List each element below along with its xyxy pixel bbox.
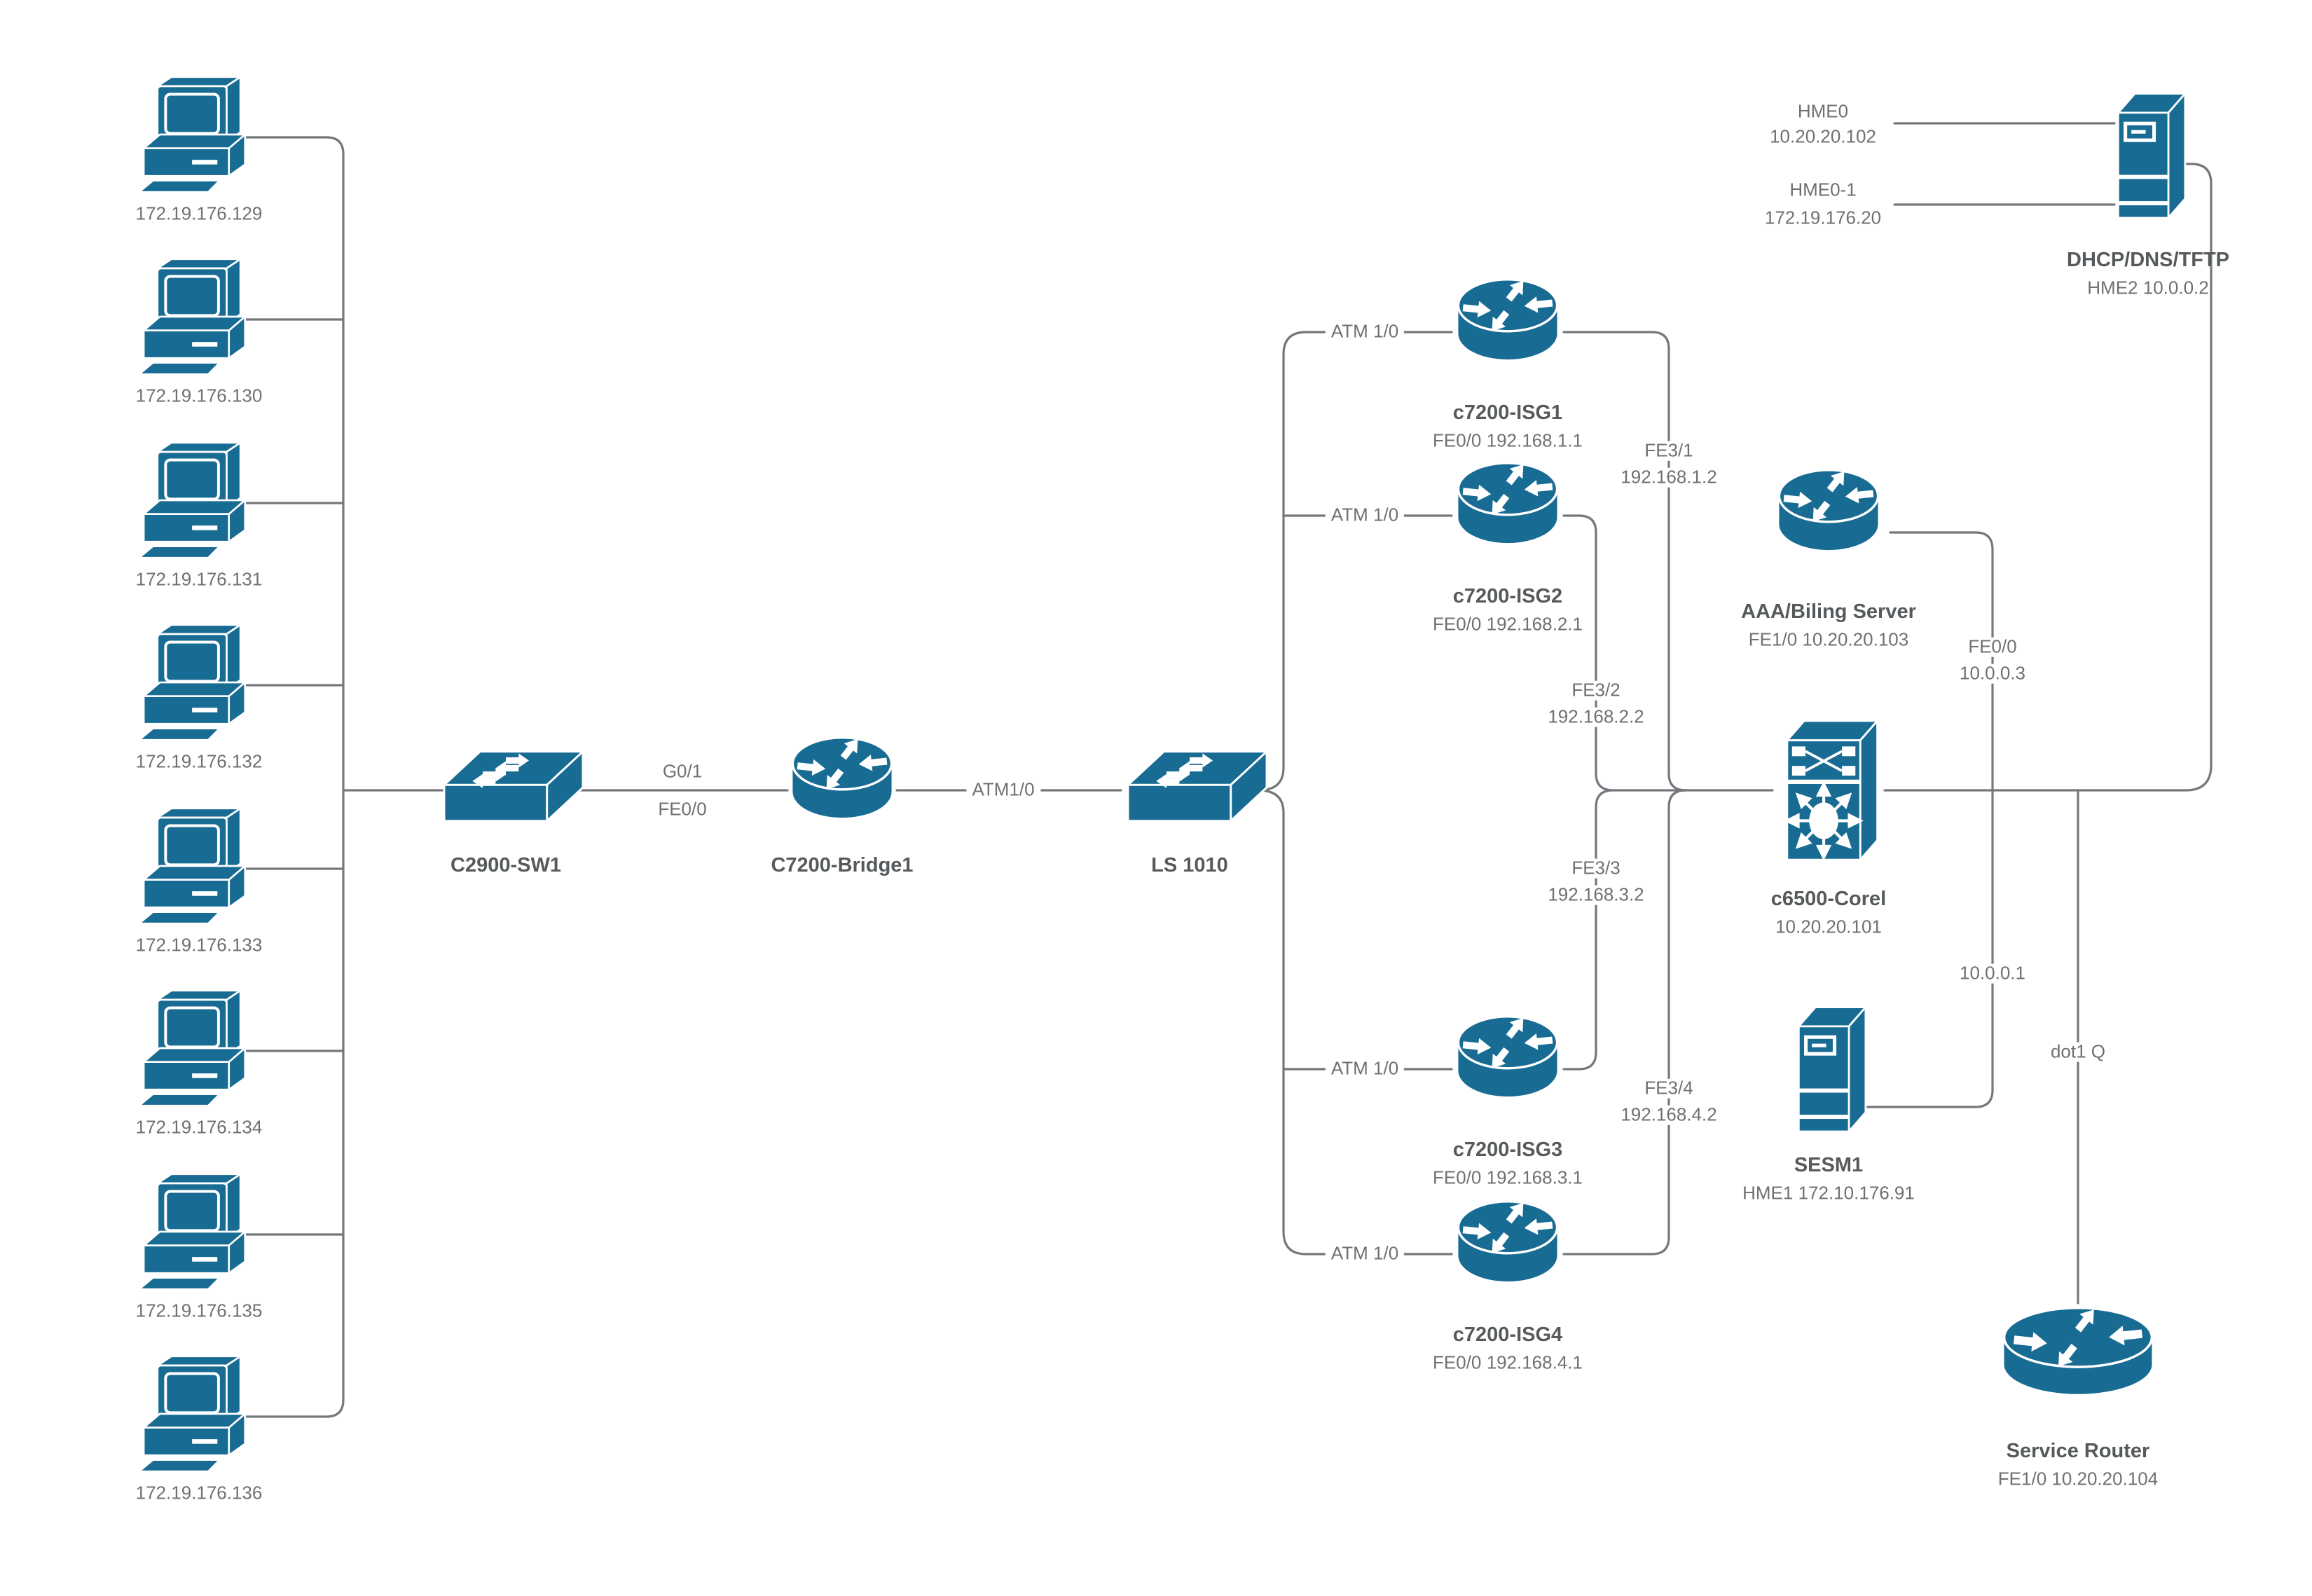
device-name-label: Service Router (2006, 1440, 2150, 1464)
link-label: 172.19.176.20 (1764, 207, 1882, 228)
device-name-label: c7200-ISG2 (1452, 586, 1563, 609)
aaa-billing-router-icon (1777, 465, 1880, 551)
sesm-server-icon (1798, 1007, 1865, 1131)
workstation-ip-label: 172.19.176.131 (135, 568, 263, 590)
interface-label: HME2 10.0.0.2 (2087, 277, 2209, 298)
device-name-label: C2900-SW1 (450, 855, 561, 878)
device-name-label: c7200-ISG1 (1452, 402, 1563, 425)
workstation-ip-label: 172.19.176.136 (135, 1482, 263, 1504)
atm-switch-icon (1127, 750, 1268, 823)
workstation-icon (137, 441, 247, 560)
link-label: HME0-1 (1789, 179, 1857, 200)
link-label: 192.168.1.2 (1615, 467, 1723, 488)
link-label: dot1 Q (2044, 1041, 2112, 1063)
interface-label: FE0/0 192.168.3.1 (1433, 1167, 1583, 1188)
workstation-icon (137, 1172, 247, 1291)
workstation-icon (137, 989, 247, 1108)
workstation-ip-label: 172.19.176.130 (135, 385, 263, 406)
workstation-ip-label: 172.19.176.129 (135, 202, 263, 224)
link-label: FE3/3 (1566, 858, 1626, 879)
core-l3-switch-icon (1787, 721, 1878, 860)
link-label: G0/1 (656, 761, 708, 783)
interface-label: FE1/0 10.20.20.103 (1748, 628, 1909, 650)
link-label: 192.168.3.2 (1542, 884, 1650, 906)
link-label: FE0/0 (652, 799, 713, 820)
link-label: ATM 1/0 (1325, 1243, 1405, 1265)
link-label: 10.20.20.102 (1770, 125, 1876, 147)
interface-label: FE0/0 192.168.2.1 (1433, 613, 1583, 635)
workstation-ip-label: 172.19.176.133 (135, 934, 263, 956)
workstation-icon (137, 75, 247, 194)
interface-label: HME1 172.10.176.91 (1742, 1182, 1915, 1204)
device-name-label: AAA/Biling Server (1741, 601, 1916, 624)
link-label: 192.168.2.2 (1542, 706, 1650, 728)
isg1-router-icon (1457, 275, 1559, 361)
isg4-router-icon (1457, 1197, 1559, 1283)
link-label: 10.0.0.3 (1954, 663, 2031, 685)
workstation-icon (137, 806, 247, 926)
isg2-router-icon (1457, 458, 1559, 544)
link-label: ATM 1/0 (1325, 504, 1405, 526)
dhcp-server-icon (2118, 94, 2184, 218)
access-switch-icon (443, 750, 584, 823)
device-name-label: DHCP/DNS/TFTP (2067, 249, 2229, 273)
link-label: ATM1/0 (966, 779, 1040, 801)
link-label: 192.168.4.2 (1615, 1104, 1723, 1126)
device-name-label: SESM1 (1794, 1155, 1864, 1178)
interface-label: FE0/0 192.168.4.1 (1433, 1351, 1583, 1373)
link-label: FE3/2 (1566, 680, 1626, 701)
workstation-icon (137, 623, 247, 742)
service-router-icon (2002, 1302, 2154, 1396)
link-label: HME0 (1797, 100, 1849, 122)
interface-label: FE0/0 192.168.1.1 (1433, 429, 1583, 451)
link-lines (242, 122, 2213, 1418)
link-label: FE3/4 (1639, 1078, 1699, 1099)
interface-label: 10.20.20.101 (1775, 916, 1882, 937)
device-name-label: LS 1010 (1151, 855, 1228, 878)
device-name-label: c7200-ISG4 (1452, 1324, 1563, 1347)
bridge-router-icon (791, 733, 893, 819)
workstation-icon (137, 1354, 247, 1473)
link-label: 10.0.0.1 (1954, 963, 2031, 984)
isg3-router-icon (1457, 1012, 1559, 1098)
link-label: ATM 1/0 (1325, 321, 1405, 343)
workstation-ip-label: 172.19.176.135 (135, 1300, 263, 1321)
device-name-label: C7200-Bridge1 (771, 855, 914, 878)
workstation-icon (137, 257, 247, 376)
device-name-label: c7200-ISG3 (1452, 1139, 1563, 1162)
link-label: FE3/1 (1639, 440, 1699, 462)
device-name-label: c6500-Corel (1770, 888, 1887, 911)
interface-label: FE1/0 10.20.20.104 (1997, 1468, 2159, 1490)
workstation-ip-label: 172.19.176.134 (135, 1116, 263, 1138)
link-label: FE0/0 (1962, 636, 2023, 658)
workstation-ip-label: 172.19.176.132 (135, 750, 263, 772)
link-label: ATM 1/0 (1325, 1058, 1405, 1080)
